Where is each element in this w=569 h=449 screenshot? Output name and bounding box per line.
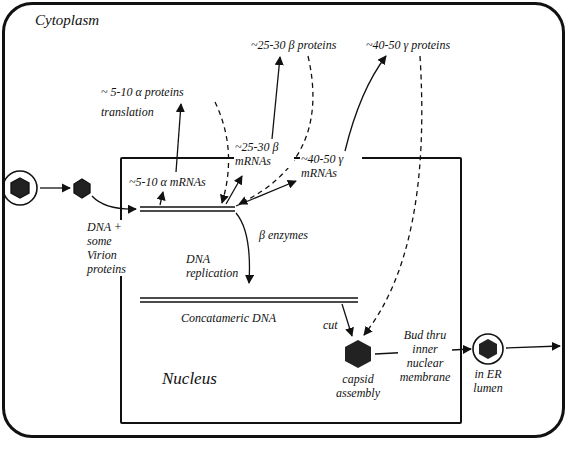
- node-caption: in ER lumen: [467, 367, 509, 395]
- process-note: cut: [322, 318, 339, 332]
- process-note: translation: [100, 105, 155, 119]
- region-heading: Nucleus: [162, 369, 217, 389]
- process-note: ~25-30 β proteins: [250, 38, 337, 52]
- node-caption: capsid assembly: [323, 372, 393, 400]
- process-note: ~40-50 γ proteins: [365, 38, 451, 52]
- region-heading: Cytoplasm: [35, 11, 99, 29]
- process-note: ~ 5-10 α proteins: [100, 85, 185, 99]
- edge-label: Bud thru inner nuclear membrane: [398, 328, 452, 384]
- process-note: DNA + some Virion proteins: [86, 220, 134, 276]
- process-note: Concatameric DNA: [180, 311, 277, 325]
- pathway-arrows: [3, 56, 560, 348]
- concatemer-dna: [140, 298, 358, 302]
- naked-capsid: [74, 179, 90, 198]
- process-note: β enzymes: [258, 228, 309, 242]
- cell-outline: CytoplasmNucleus capsid assembly in ER lum…: [2, 2, 565, 438]
- er-virion-node: in ER lumen: [467, 333, 509, 395]
- nucleus-box: Nucleus capsid assembly: [120, 157, 462, 424]
- process-note: DNA replication: [185, 252, 243, 280]
- process-note: ~25-30 β mRNAs: [234, 140, 294, 168]
- process-note: ~5-10 α mRNAs: [128, 175, 207, 189]
- capsid-shape: [342, 338, 374, 370]
- viral-dna: [140, 207, 235, 211]
- capsid-node: capsid assembly: [323, 338, 393, 400]
- enveloped-virion: [3, 171, 37, 205]
- virion-capsid: [11, 178, 29, 198]
- virion-shape: [472, 333, 504, 365]
- bud-arrow: [375, 349, 471, 354]
